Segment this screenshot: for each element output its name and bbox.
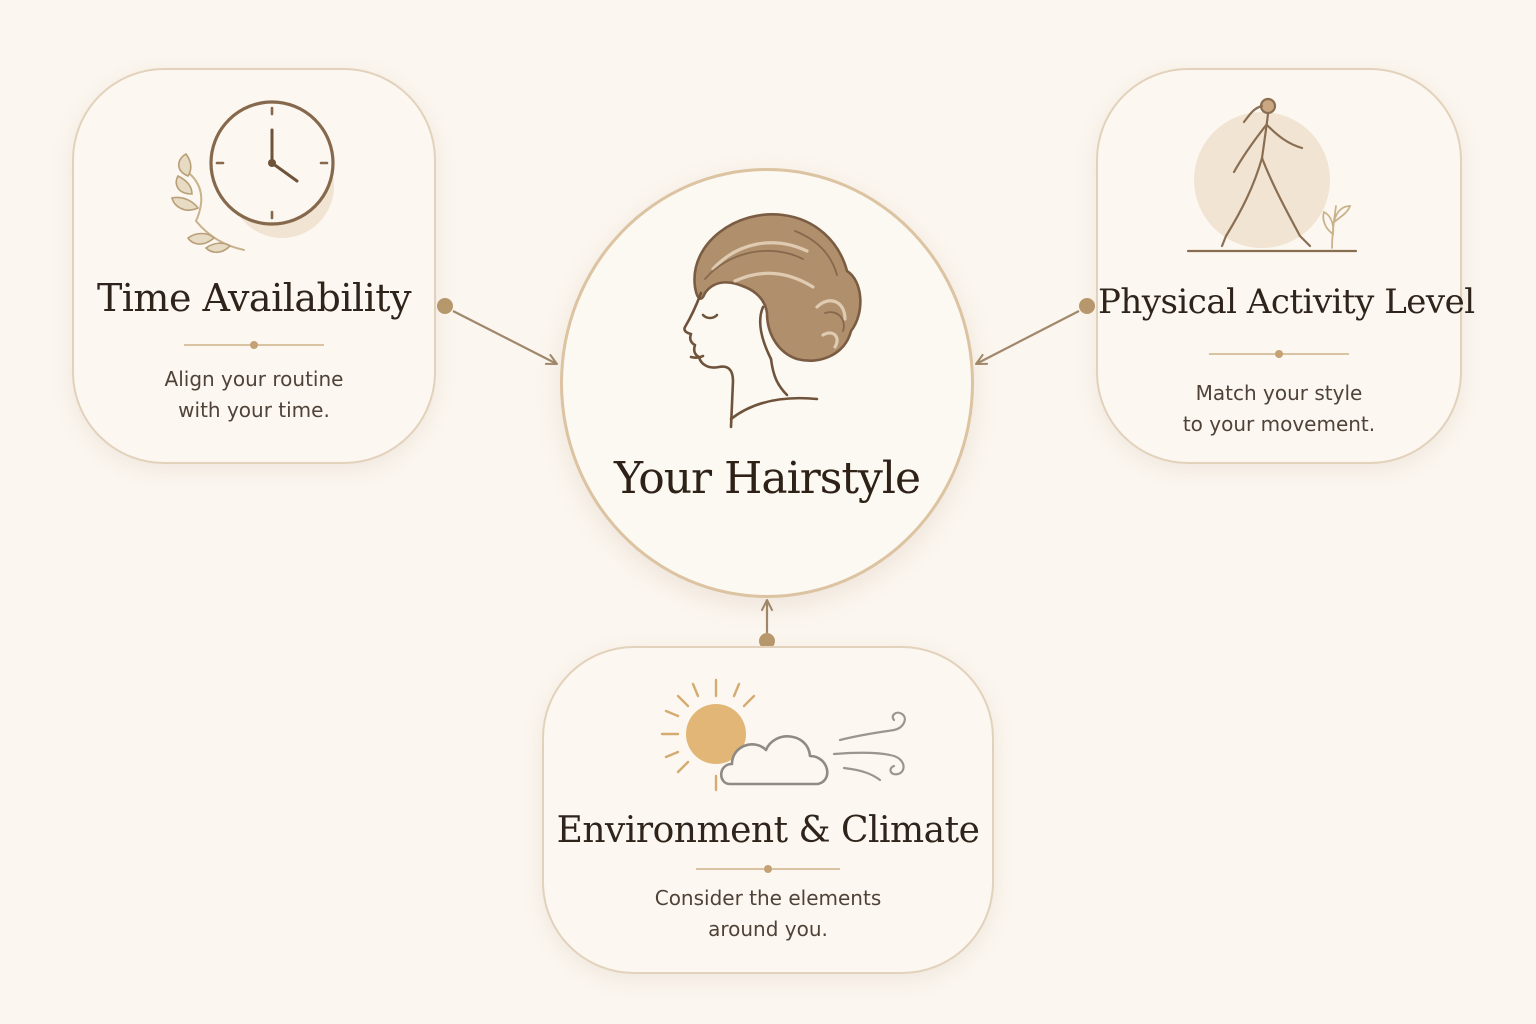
description-line: with your time. — [178, 398, 330, 422]
description-line: Match your style — [1195, 381, 1363, 405]
connector-arrow-time — [452, 310, 558, 365]
factor-card-time: Time Availability Align your routine wit… — [72, 68, 436, 464]
woman-profile-icon — [683, 213, 862, 429]
sun-cloud-wind-icon — [660, 678, 906, 792]
factor-title: Physical Activity Level — [1098, 282, 1475, 322]
factor-description: Align your routine with your time. — [74, 364, 434, 426]
connector-dot-activity — [1079, 298, 1095, 314]
connector-dot-time — [437, 298, 453, 314]
connector-environment — [759, 599, 775, 649]
clock-icon — [171, 100, 335, 254]
title-divider — [1209, 349, 1349, 359]
center-hub: Your Hairstyle — [560, 168, 974, 598]
connector-time — [437, 298, 558, 365]
description-line: around you. — [708, 917, 828, 941]
factor-description: Consider the elements around you. — [544, 883, 992, 945]
factor-title: Environment & Climate — [556, 810, 980, 851]
description-line: Align your routine — [164, 367, 344, 391]
center-title: Your Hairstyle — [613, 453, 921, 504]
connector-dot-environment — [759, 633, 775, 649]
title-divider — [696, 864, 840, 874]
factor-card-activity: Physical Activity Level Match your style… — [1096, 68, 1475, 464]
walking-person-icon — [1186, 97, 1358, 253]
factor-card-environment: Environment & Climate Consider the eleme… — [542, 646, 994, 974]
description-line: to your movement. — [1182, 412, 1376, 436]
factor-description: Match your style to your movement. — [1098, 378, 1460, 440]
title-divider — [184, 340, 324, 350]
factor-title: Time Availability — [96, 276, 412, 320]
connector-arrow-activity — [975, 310, 1080, 365]
description-line: Consider the elements — [654, 886, 882, 910]
connector-activity — [975, 298, 1095, 365]
